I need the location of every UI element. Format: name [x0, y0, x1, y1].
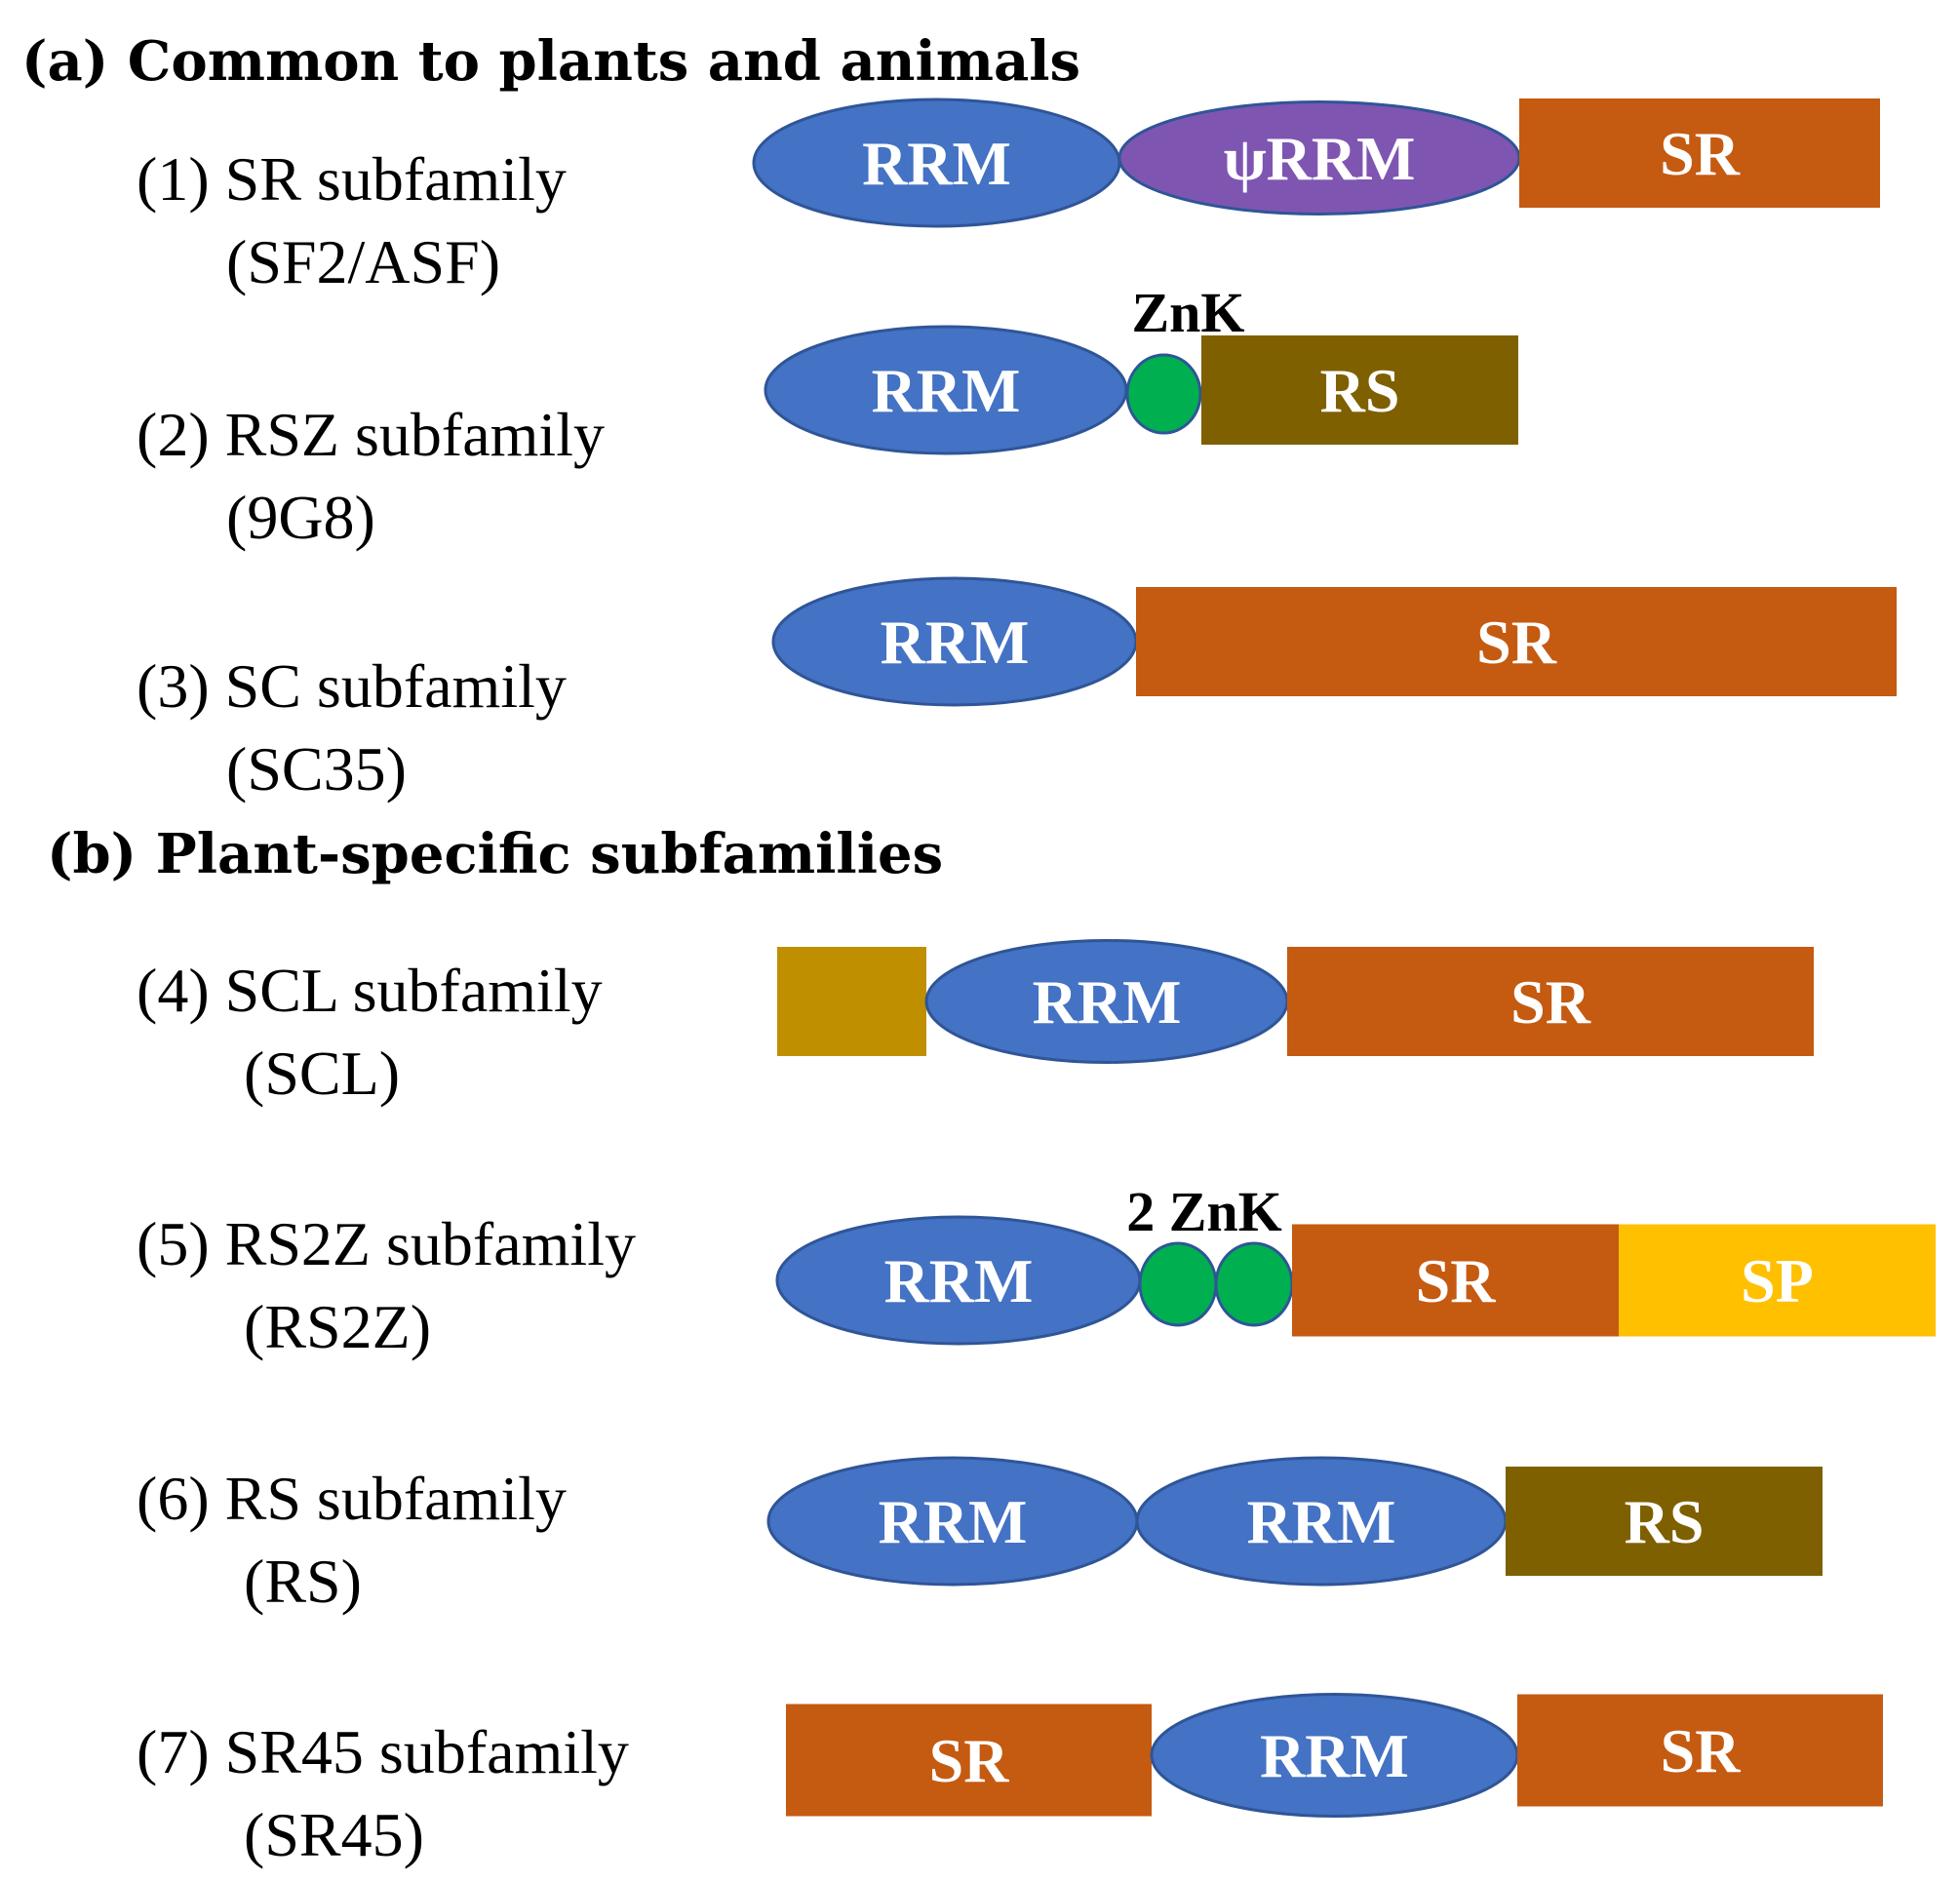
- domain-label: SR: [1660, 119, 1741, 188]
- section-b-title: (b) Plant-specific subfamilies: [47, 822, 943, 886]
- sr-domain: [1287, 947, 1814, 1056]
- zinc-knuckle-label: 2 ZnK: [1126, 1180, 1282, 1243]
- domain-label: RRM: [1247, 1487, 1396, 1556]
- domain-label: SR: [1510, 967, 1591, 1037]
- subfamily-name: (7) SR45 subfamily: [137, 1717, 629, 1786]
- subfamily-example: (SCL): [244, 1039, 400, 1108]
- subfamily-name: (1) SR subfamily: [137, 144, 567, 214]
- subfamily-example: (RS2Z): [244, 1292, 431, 1361]
- rs-domain: [1201, 335, 1518, 445]
- domain-label: SP: [1741, 1246, 1814, 1315]
- domain-label: ψRRM: [1224, 124, 1416, 193]
- scl-box-domain: [777, 947, 926, 1056]
- section-a-title: (a) Common to plants and animals: [21, 29, 1080, 94]
- subfamily-row-rs2z: (5) RS2Z subfamily (RS2Z) RRM SR SP 2 ZnK: [137, 1180, 1936, 1361]
- domain-label: RRM: [879, 1487, 1028, 1556]
- zinc-knuckle-domain: [1214, 1241, 1294, 1327]
- sr-domain: [1136, 587, 1897, 696]
- zinc-knuckle-label: ZnK: [1131, 281, 1244, 344]
- domain-label: RRM: [872, 356, 1021, 425]
- subfamily-example: (RS): [244, 1547, 362, 1616]
- domain-label: SR: [1661, 1716, 1742, 1785]
- subfamily-row-sc: (3) SC subfamily (SC35) RRM SR: [137, 576, 1897, 804]
- subfamily-row-sr: (1) SR subfamily (SF2/ASF) RRM ψRRM SR: [137, 98, 1880, 296]
- domain-label: SR: [929, 1726, 1010, 1795]
- zinc-knuckle-domain: [1138, 1241, 1218, 1327]
- domain-label: SR: [1416, 1246, 1497, 1315]
- subfamily-name: (6) RS subfamily: [137, 1464, 567, 1533]
- zinc-knuckle-domain: [1125, 353, 1202, 435]
- domain-label: RRM: [881, 608, 1030, 677]
- domain-label: RRM: [1033, 967, 1182, 1037]
- subfamily-example: (SC35): [226, 734, 407, 804]
- subfamily-example: (SR45): [244, 1800, 424, 1869]
- subfamily-name: (4) SCL subfamily: [137, 956, 603, 1025]
- subfamily-row-rs: (6) RS subfamily (RS) RRM RRM RS: [137, 1456, 1823, 1616]
- sr-domain: [1517, 1694, 1883, 1807]
- domain-label: RRM: [884, 1246, 1034, 1315]
- sr-domain: [786, 1704, 1152, 1817]
- subfamily-name: (5) RS2Z subfamily: [137, 1209, 636, 1278]
- subfamily-example: (SF2/ASF): [226, 227, 500, 296]
- domain-label: RRM: [1260, 1721, 1409, 1790]
- sr-domain: [1292, 1224, 1619, 1337]
- subfamily-example: (9G8): [226, 483, 375, 552]
- sp-domain: [1619, 1224, 1936, 1337]
- subfamily-name: (2) RSZ subfamily: [137, 400, 605, 469]
- rs-domain: [1506, 1467, 1823, 1576]
- subfamily-row-sr45: (7) SR45 subfamily (SR45) SR RRM SR: [137, 1693, 1883, 1869]
- subfamily-name: (3) SC subfamily: [137, 651, 567, 721]
- subfamily-rows: (1) SR subfamily (SF2/ASF) RRM ψRRM SR (2) RS…: [137, 98, 1936, 1869]
- domain-label: RS: [1625, 1487, 1705, 1556]
- subfamily-row-rsz: (2) RSZ subfamily (9G8) RRM RS ZnK: [137, 281, 1518, 552]
- domain-label: RRM: [862, 129, 1011, 198]
- domain-label: RS: [1320, 356, 1400, 425]
- sr-domain: [1519, 98, 1880, 208]
- domain-label: SR: [1476, 608, 1557, 677]
- subfamily-row-scl: (4) SCL subfamily (SCL) RRM SR: [137, 939, 1814, 1108]
